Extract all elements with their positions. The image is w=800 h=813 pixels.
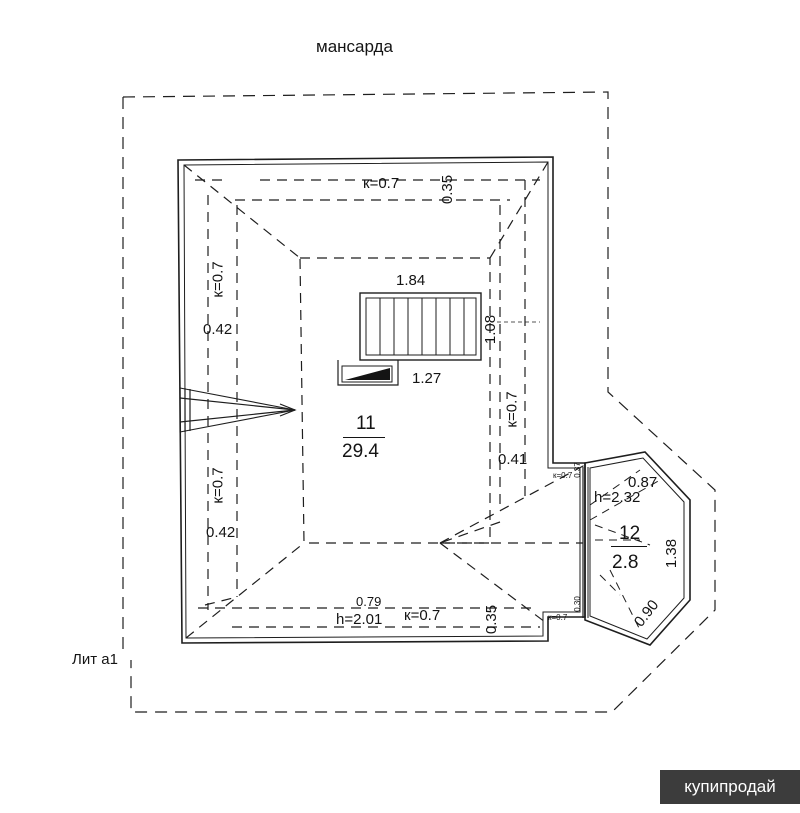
bay-height: h=2.32: [594, 489, 641, 506]
bottom-side: 0.35: [483, 604, 501, 635]
bottom-height: h=2.01: [336, 611, 383, 628]
landing-dimension: 1.27: [412, 370, 442, 387]
outer-boundary: [122, 91, 716, 713]
stair-depth: 1.08: [482, 314, 500, 345]
room-12-number: 12: [619, 523, 641, 544]
stair-arrow: [179, 387, 296, 433]
inner-height-line: [299, 257, 491, 544]
room-11-fraction-line: [343, 437, 385, 438]
bottom-width: 0.79: [356, 594, 382, 609]
bay-room-outer-wall: [584, 451, 691, 646]
room-11-number: 11: [356, 413, 376, 434]
main-room-outer-wall: [177, 156, 586, 644]
room-12-fraction-line: [611, 546, 647, 547]
bay-bottom-coefficient: к=0.7: [548, 613, 568, 622]
bay-top-coefficient: к=0.7: [553, 471, 573, 480]
bay-top-side: 0.37: [572, 462, 582, 478]
bay-bottom-side: 0.30: [572, 596, 582, 612]
main-room-inner-wall: [183, 161, 581, 639]
room-11-area: 29.4: [342, 441, 379, 462]
drawing-title: мансарда: [316, 37, 393, 56]
top-height: 0.35: [439, 174, 457, 205]
bottom-coefficient: к=0.7: [404, 607, 441, 624]
left-upper-width: 0.42: [203, 321, 233, 338]
bay-side: 1.38: [663, 538, 681, 569]
bay-room-inner-wall: [589, 457, 685, 640]
stair-width: 1.84: [396, 272, 426, 289]
top-coefficient: к=0.7: [363, 175, 400, 192]
left-lower-coefficient: к=0.7: [209, 467, 227, 504]
room-12-area: 2.8: [612, 552, 639, 573]
right-coefficient: к=0.7: [503, 391, 521, 428]
lit-label: Лит а1: [72, 651, 118, 668]
stair-block: [359, 292, 482, 361]
bay-width: 0.87: [628, 474, 658, 491]
left-upper-coefficient: к=0.7: [209, 261, 227, 298]
right-width: 0.41: [498, 451, 528, 468]
watermark-logo: купипродай: [660, 770, 800, 804]
left-lower-width: 0.42: [206, 524, 236, 541]
stair-landing-mark: [341, 365, 393, 383]
